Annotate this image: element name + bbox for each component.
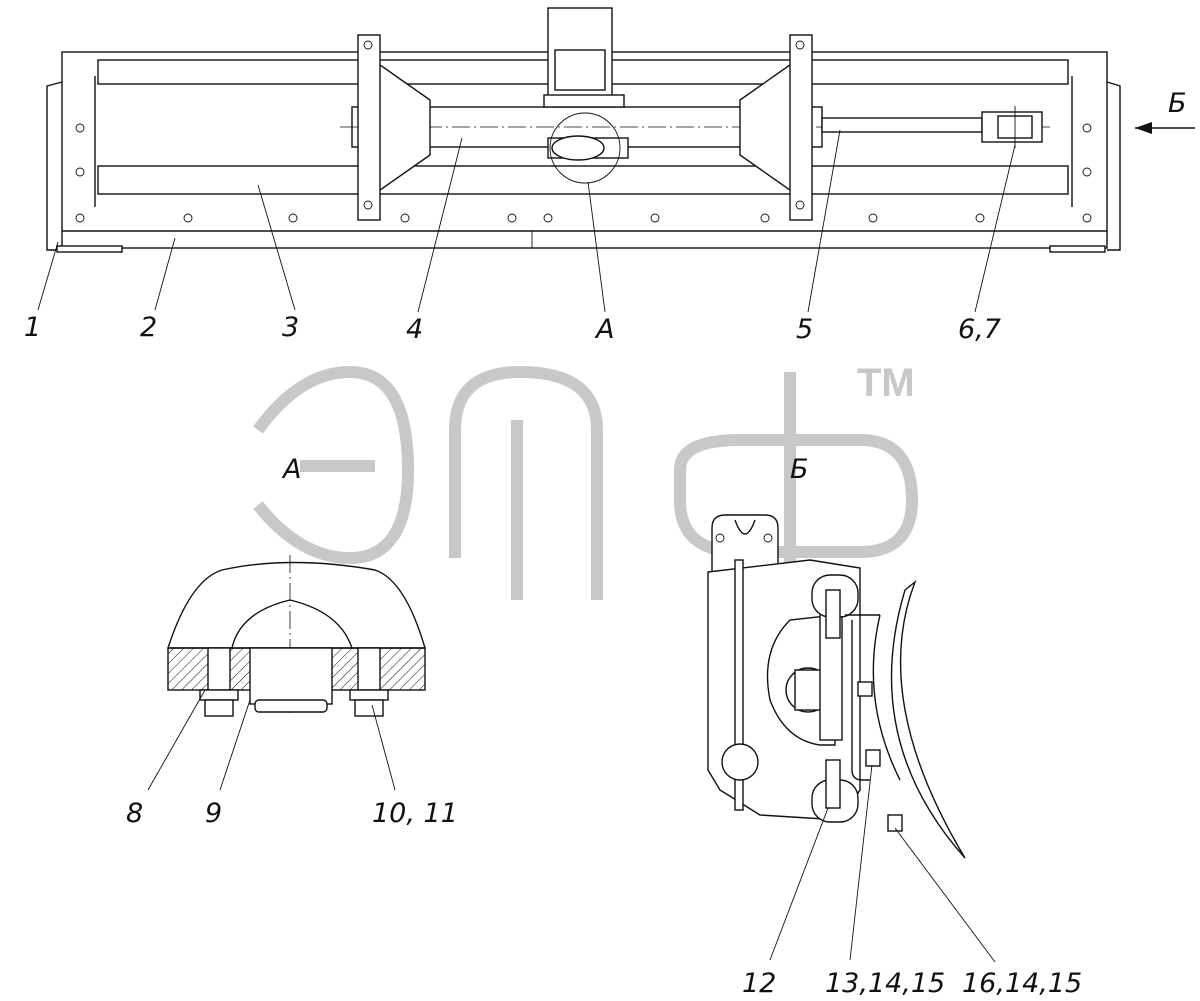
callout-16-14-15: 16,14,15: [962, 968, 1082, 999]
view-b-title: Б: [790, 454, 809, 485]
callout-9: 9: [205, 798, 222, 829]
callout-13-14-15: 13,14,15: [825, 968, 945, 999]
callout-8: 8: [126, 798, 143, 829]
callout-10-11: 10, 11: [372, 798, 458, 829]
detail-a: А 8 9 10, 11: [126, 454, 458, 829]
view-b: Б 12 13,14,15 16,14,15: [707, 454, 1082, 999]
callout-4: 4: [406, 314, 423, 345]
detail-a-title: А: [281, 454, 301, 485]
top-view: Б 1 2 3 4 А 5 6,7: [24, 7, 1195, 345]
callout-6-7: 6,7: [958, 314, 1001, 345]
callout-12: 12: [742, 968, 776, 999]
watermark-tm: TM: [857, 361, 915, 405]
view-b-arrow-label: Б: [1168, 88, 1187, 119]
watermark-logo: TM: [253, 361, 919, 600]
frame-bolts: [75, 40, 1092, 223]
callout-1: 1: [24, 312, 41, 343]
callout-detail-a: А: [594, 314, 614, 345]
callout-2: 2: [140, 312, 157, 343]
callout-5: 5: [796, 314, 813, 345]
callout-3: 3: [282, 312, 299, 343]
